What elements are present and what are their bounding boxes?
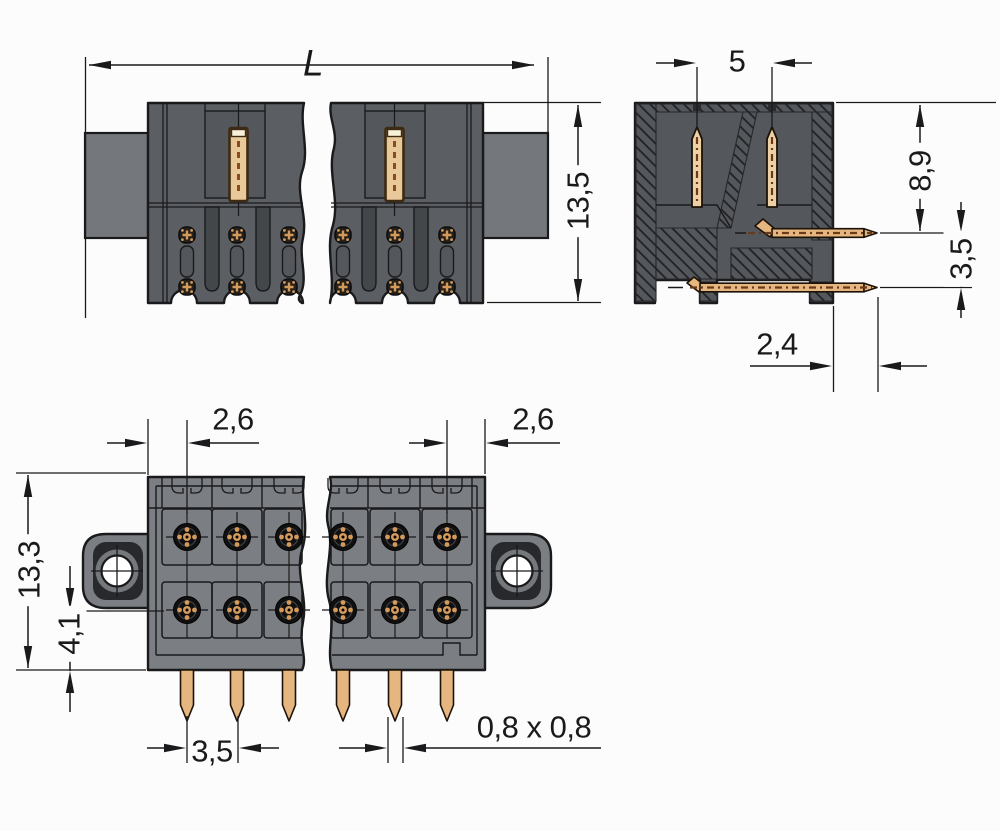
dim-label-overall-length: L	[302, 42, 324, 84]
dim-label-pin-pitch: 5	[728, 43, 746, 79]
front-view	[83, 101, 550, 305]
dim-label-pin-cross-section: 0,8 x 0,8	[476, 709, 592, 745]
dim-label-front-height: 13,5	[560, 164, 596, 238]
dim-label-row-offset: 4,1	[51, 606, 87, 662]
dim-label-pin-bottom-offset: 2,4	[756, 326, 798, 362]
bottom-body-left	[146, 475, 307, 672]
channel	[255, 206, 271, 292]
dim-label-row-spacing-side: 3,5	[943, 231, 979, 287]
horizontal-pin-lower	[668, 276, 878, 293]
bottom-view-left	[81, 475, 311, 722]
bottom-view-right	[321, 475, 553, 722]
section-view	[633, 101, 878, 305]
dim-label-upper-pin-length: 8,9	[902, 143, 938, 199]
dim-label-pin-pitch-bottom: 3,5	[191, 733, 233, 769]
channel	[361, 206, 377, 292]
cable-block-left	[83, 131, 150, 240]
channel	[413, 206, 429, 292]
dim-label-edge-to-first-pin-left: 2,6	[212, 401, 254, 437]
horizontal-pin-upper	[735, 218, 878, 239]
dim-label-edge-to-first-pin-right: 2,6	[512, 401, 554, 437]
dimension-linework	[16, 57, 996, 763]
bottom-body-right	[325, 475, 487, 672]
cable-block-right	[481, 131, 550, 240]
channel	[204, 206, 220, 292]
dim-label-body-depth: 13,3	[11, 533, 47, 607]
